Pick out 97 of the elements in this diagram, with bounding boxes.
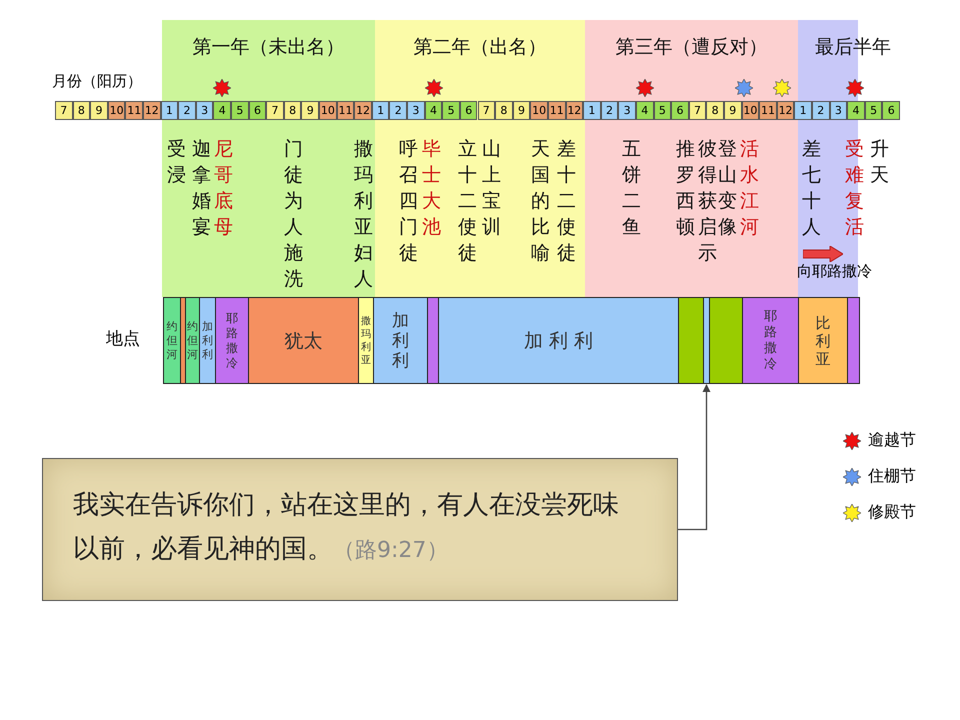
- legend-text: 住棚节: [868, 466, 916, 487]
- month-cell: 5: [654, 101, 672, 120]
- location-segment: 约但河: [185, 297, 200, 384]
- location-segment: 加 利 利: [438, 297, 679, 384]
- location-segment: 约但河: [163, 297, 181, 384]
- event-text: 天国的比喻: [531, 137, 550, 266]
- axis-label: 月份（阳历）: [52, 72, 142, 91]
- month-cell: 11: [125, 101, 143, 120]
- month-cell: 9: [724, 101, 742, 120]
- year-heading: 第一年（未出名）: [192, 35, 346, 60]
- month-cell: 9: [301, 101, 320, 120]
- year-band: [585, 20, 798, 297]
- month-cell: 3: [196, 101, 214, 120]
- event-text: 差七十人: [802, 137, 821, 240]
- month-cell: 5: [231, 101, 249, 120]
- event-text: 门徒为人施洗: [284, 137, 303, 292]
- month-cell: 7: [55, 101, 73, 120]
- location-segment: 耶路撒冷: [215, 297, 249, 384]
- location-segment: 耶路撒冷: [742, 297, 799, 384]
- month-cell: 3: [407, 101, 425, 120]
- month-cell: 10: [742, 101, 760, 120]
- month-cell: 9: [90, 101, 108, 120]
- event-text: 推罗西顿: [676, 137, 695, 240]
- month-cell: 6: [671, 101, 689, 120]
- month-cell: 1: [583, 101, 601, 120]
- month-cell: 8: [706, 101, 724, 120]
- event-text: 彼得获启示: [698, 137, 717, 266]
- month-cell: 11: [336, 101, 354, 120]
- event-text: 五饼二鱼: [622, 137, 641, 240]
- location-segment: 加利利: [199, 297, 216, 384]
- month-cell: 8: [495, 101, 513, 120]
- event-text: 毕士大池: [422, 137, 441, 240]
- month-cell: 12: [566, 101, 584, 120]
- month-cell: 2: [389, 101, 408, 120]
- location-segment: 犹太: [248, 297, 359, 384]
- month-cell: 10: [319, 101, 337, 120]
- event-text: 撒玛利亚妇人: [354, 137, 373, 292]
- month-cell: 8: [72, 101, 90, 120]
- event-text: 山上宝训: [482, 137, 501, 240]
- location-segment: 撒玛利亚: [358, 297, 374, 384]
- month-cell: 11: [548, 101, 566, 120]
- event-text: 差十二使徒: [557, 137, 576, 266]
- month-cell: 3: [830, 101, 848, 120]
- month-cell: 3: [618, 101, 636, 120]
- year-band: [375, 20, 585, 297]
- month-cell: 9: [512, 101, 530, 120]
- year-heading: 第三年（遭反对）: [614, 35, 768, 60]
- year-band: [162, 20, 375, 297]
- month-cell: 6: [882, 101, 900, 120]
- event-text: 升天: [870, 137, 889, 188]
- legend-text: 逾越节: [868, 430, 916, 451]
- location-segment: [709, 297, 743, 384]
- quote-text: 我实在告诉你们，站在这里的，有人在没尝死味以前，必看见神的国。（路9:27）: [73, 489, 620, 566]
- month-cell: 2: [178, 101, 196, 120]
- month-cell: 4: [424, 101, 442, 120]
- event-text: 受浸: [167, 137, 186, 188]
- location-segment: [847, 297, 860, 384]
- event-text: 受难复活: [845, 137, 864, 240]
- event-text: 登山变像: [718, 137, 737, 240]
- year-heading: 第二年（出名）: [412, 35, 548, 60]
- month-cell: 1: [372, 101, 390, 120]
- axis-label: 地点: [106, 328, 140, 350]
- month-cell: 7: [688, 101, 706, 120]
- month-cell: 12: [354, 101, 372, 120]
- location-segment: [678, 297, 704, 384]
- quote-callout: [42, 458, 678, 601]
- month-cell: 5: [864, 101, 882, 120]
- month-cell: 1: [794, 101, 812, 120]
- location-segment: 加利利: [373, 297, 428, 384]
- event-text: 尼哥底母: [214, 137, 233, 240]
- month-cell: 6: [460, 101, 478, 120]
- arrow: [678, 384, 710, 530]
- month-cell: 6: [248, 101, 266, 120]
- event-text: 迦拿婚宴: [192, 137, 211, 240]
- month-cell: 11: [759, 101, 777, 120]
- legend-text: 修殿节: [868, 502, 916, 523]
- event-text: 活水江河: [740, 137, 759, 240]
- month-cell: 12: [776, 101, 794, 120]
- event-text: 立十二使徒: [458, 137, 477, 266]
- month-cell: 2: [812, 101, 830, 120]
- month-cell: 10: [530, 101, 548, 120]
- month-cell: 7: [478, 101, 496, 120]
- month-cell: 1: [160, 101, 178, 120]
- event-text: 向耶路撒冷: [797, 262, 872, 281]
- month-cell: 7: [266, 101, 284, 120]
- month-cell: 12: [143, 101, 161, 120]
- location-segment: 比利亚: [798, 297, 848, 384]
- month-cell: 2: [600, 101, 618, 120]
- month-cell: 4: [213, 101, 232, 120]
- location-segment: [427, 297, 439, 384]
- month-cell: 4: [847, 101, 865, 120]
- month-cell: 4: [636, 101, 654, 120]
- year-heading: 最后半年: [814, 35, 892, 60]
- month-cell: 5: [442, 101, 460, 120]
- month-cell: 10: [108, 101, 126, 120]
- event-text: 呼召四门徒: [399, 137, 418, 266]
- month-cell: 8: [284, 101, 302, 120]
